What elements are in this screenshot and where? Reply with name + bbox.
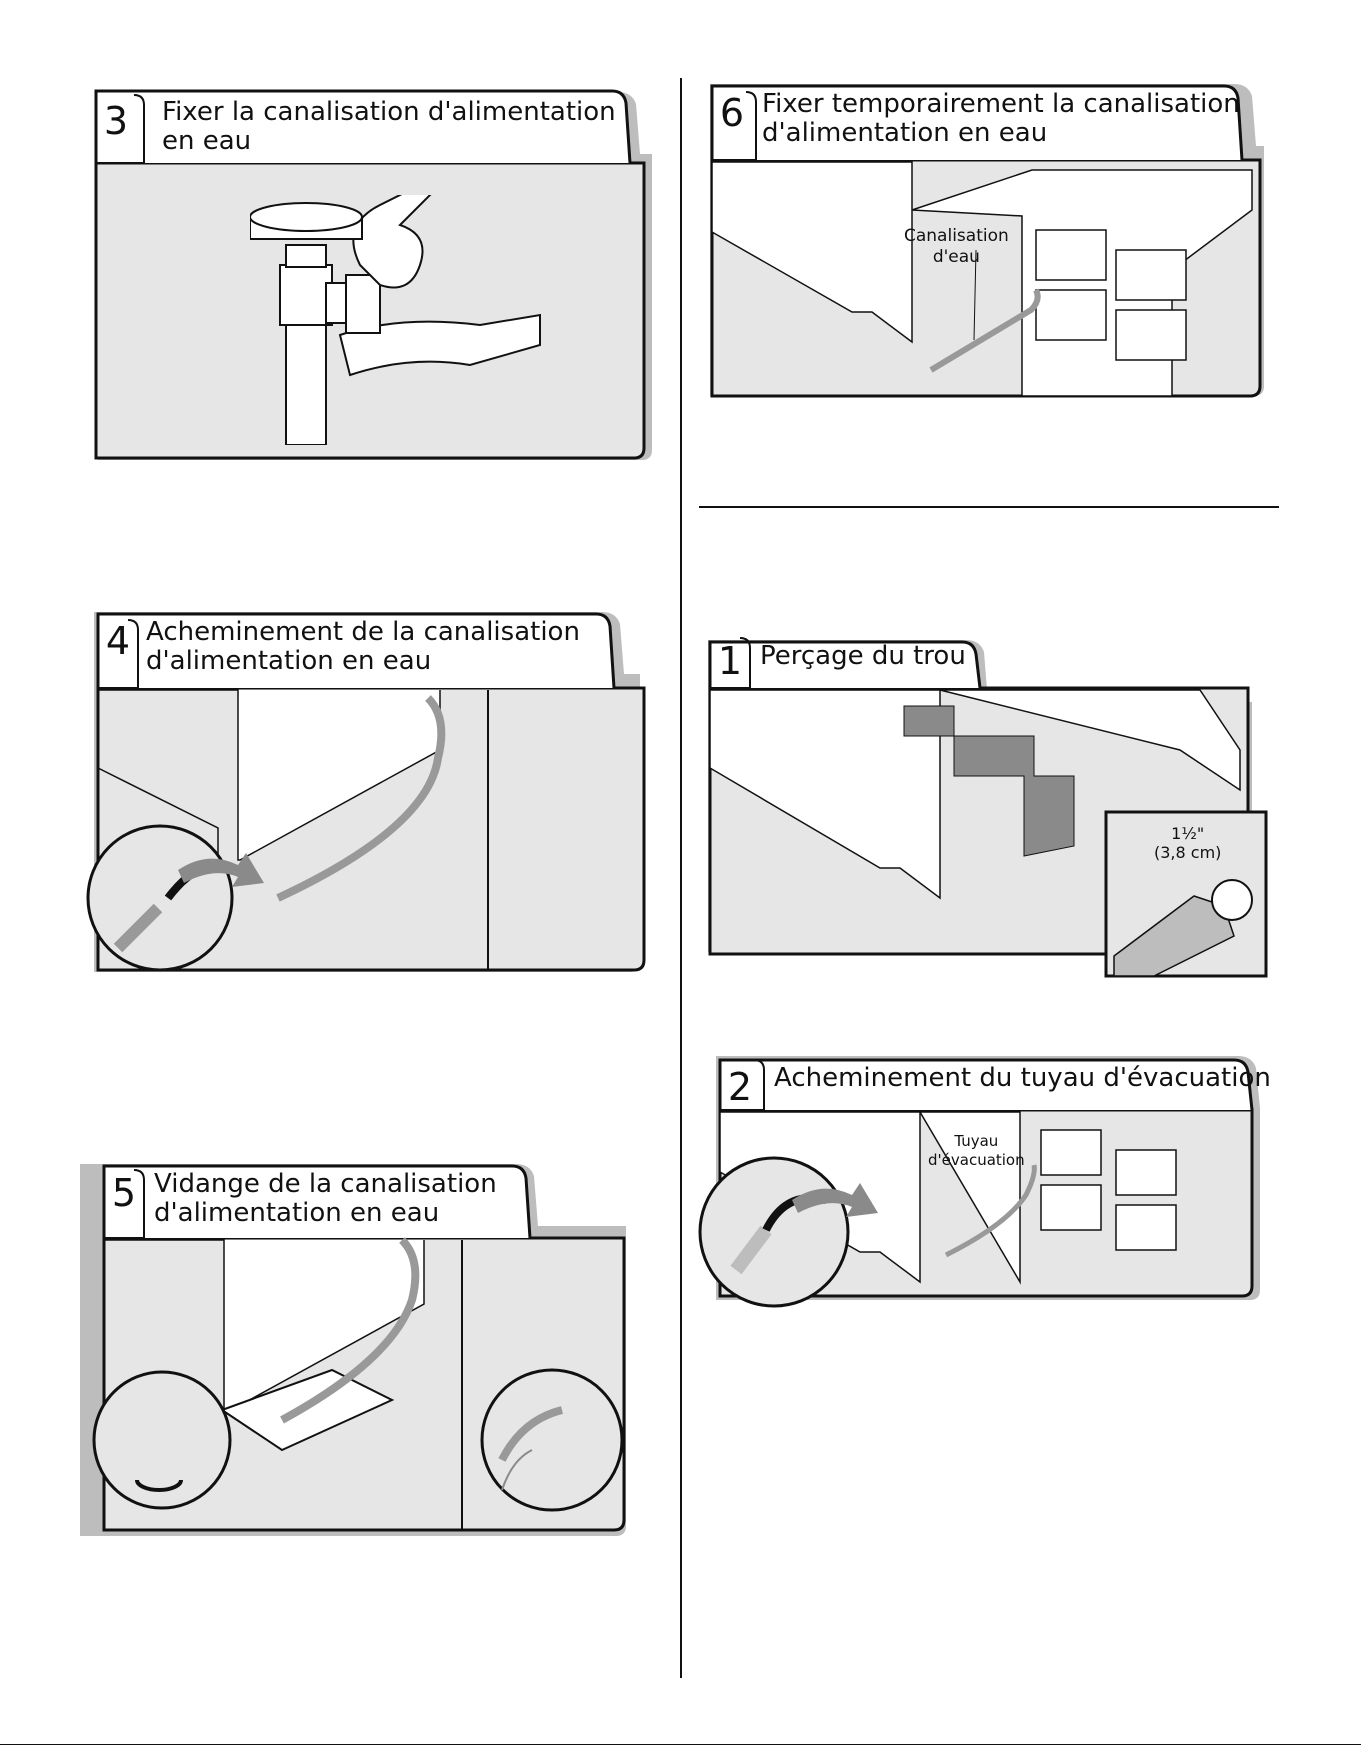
drain-hose-callout: Tuyau d'évacuation [928,1132,1025,1169]
step3-number: 3 [103,99,129,143]
shutoff-valve-wrench-illustration [250,195,541,445]
page-bottom-rule [0,1744,1361,1745]
step3-panel: 3 Fixer la canalisation d'alimentation e… [90,80,652,460]
step4-frame [86,612,646,972]
step4-number: 4 [105,619,131,663]
step1-number: 1 [717,639,743,683]
step5-panel: 5 Vidange de la canalisation d'alimentat… [80,1160,652,1540]
step6-panel: 6 Fixer temporairement la canalisation d… [706,80,1266,406]
step6-number: 6 [719,91,745,135]
step4-title: Acheminement de la canalisation d'alimen… [146,617,580,676]
step6-frame [710,84,1264,398]
hole-size-callout: 1½" (3,8 cm) [1154,824,1222,862]
step1-frame [708,637,1268,978]
water-line-callout: Canalisation d'eau [904,226,1009,267]
step5-title: Vidange de la canalisation d'alimentatio… [154,1169,497,1228]
step2-panel: 2 Acheminement du tuyau d'évacuation Tuy… [696,1050,1276,1308]
step3-title: Fixer la canalisation d'alimentation en … [162,97,616,156]
section-divider [699,506,1279,508]
step4-panel: 4 Acheminement de la canalisation d'alim… [78,608,648,978]
step6-title: Fixer temporairement la canalisation d'a… [762,89,1240,148]
step5-number: 5 [111,1171,137,1215]
step2-frame [698,1056,1260,1308]
step5-frame [80,1164,626,1536]
step1-panel: 1 Perçage du trou 1½" (3,8 cm) [704,636,1274,978]
column-divider [680,78,682,1678]
step2-title: Acheminement du tuyau d'évacuation [774,1063,1271,1093]
step2-number: 2 [727,1065,753,1109]
step1-title: Perçage du trou [760,641,966,671]
step3-frame [94,89,652,460]
